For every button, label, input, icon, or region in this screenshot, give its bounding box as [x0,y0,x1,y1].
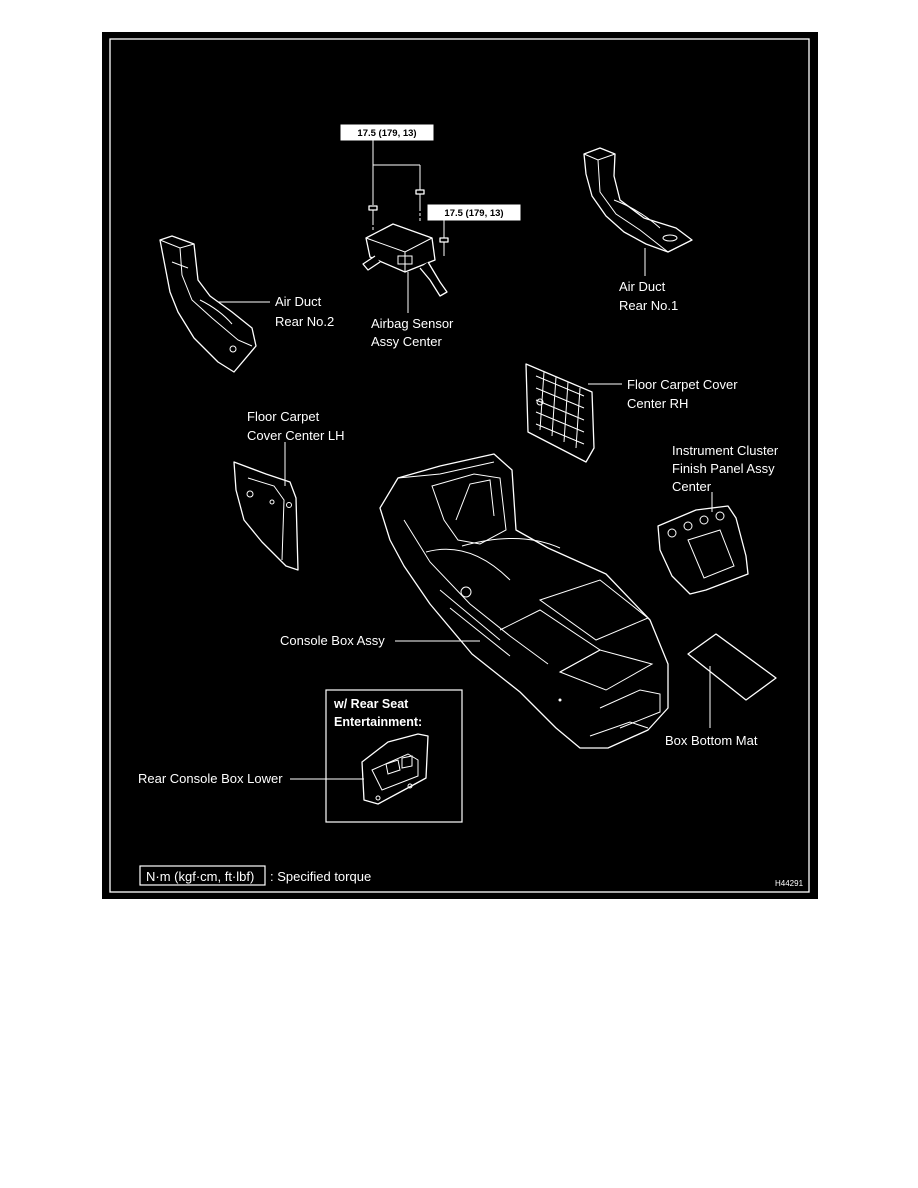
floor-carpet-cover-lh-illustration [233,442,299,571]
label-airbag-sensor: Airbag Sensor Assy Center [371,316,457,349]
rse-box-title: w/ Rear Seat Entertainment: [333,697,422,729]
rear-console-box-lower-illustration [361,733,429,805]
torque-value-2: 17.5 (179, 13) [444,208,503,219]
label-air-duct-rear-no2: Air Duct Rear No.2 [275,294,334,329]
figure-code: H44291 [775,879,804,888]
label-console-box-assy: Console Box Assy [280,633,385,648]
legend-unit: N·m (kgf·cm, ft·lbf) [146,869,254,884]
torque-value-1: 17.5 (179, 13) [357,128,416,139]
label-box-bottom-mat: Box Bottom Mat [665,733,758,748]
torque-legend: N·m (kgf·cm, ft·lbf) : Specified torque [139,865,371,886]
airbag-sensor-illustration [362,189,449,313]
console-box-assy-illustration [379,453,669,749]
label-air-duct-rear-no1: Air Duct Rear No.1 [619,279,678,313]
floor-carpet-cover-rh-illustration [525,363,622,463]
box-bottom-mat-illustration [687,633,777,728]
air-duct-rear-no2-illustration [159,235,270,373]
label-floor-carpet-lh: Floor Carpet Cover Center LH [247,409,345,443]
label-floor-carpet-rh: Floor Carpet Cover Center RH [627,377,741,411]
torque-callout-2: 17.5 (179, 13) [427,204,521,238]
instrument-cluster-panel-illustration [657,492,749,595]
label-instrument-cluster: Instrument Cluster Finish Panel Assy Cen… [672,443,782,494]
label-rear-console-box-lower: Rear Console Box Lower [138,771,283,786]
diagram-inner-border [109,38,810,893]
rear-seat-entertainment-box: w/ Rear Seat Entertainment: [290,689,463,823]
legend-description: : Specified torque [270,869,371,884]
torque-callout-1: 17.5 (179, 13) [340,124,434,205]
air-duct-rear-no1-illustration [583,147,693,276]
